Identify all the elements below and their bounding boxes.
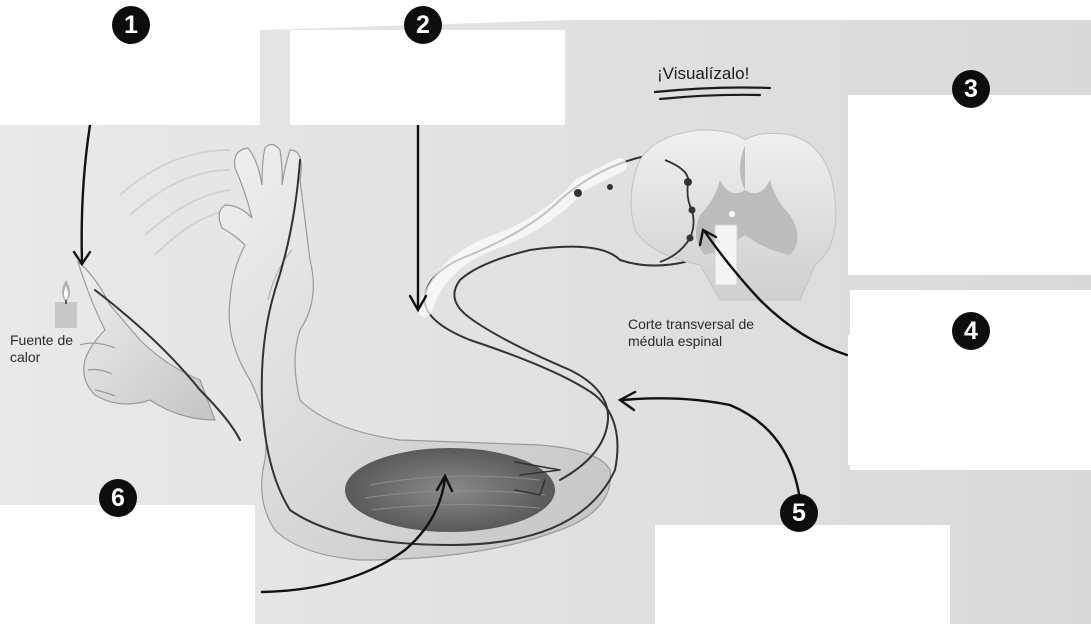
figure-title: ¡Visualízalo!	[657, 64, 749, 84]
label-box-2	[290, 30, 565, 125]
biceps-muscle	[345, 448, 555, 532]
marker-5: 5	[780, 494, 818, 532]
marker-1: 1	[112, 6, 150, 44]
marker-6: 6	[99, 479, 137, 517]
marker-3: 3	[952, 70, 990, 108]
label-box-5	[655, 525, 950, 624]
marker-2: 2	[404, 6, 442, 44]
label-box-6	[0, 505, 255, 624]
label-box-1	[0, 30, 255, 125]
marker-4: 4	[952, 312, 990, 350]
label-box-3	[848, 95, 1091, 275]
cross-section-caption: Corte transversal de médula espinal	[628, 316, 788, 350]
heat-source-caption: Fuente de calor	[10, 332, 75, 366]
label-box-4	[848, 335, 1091, 465]
